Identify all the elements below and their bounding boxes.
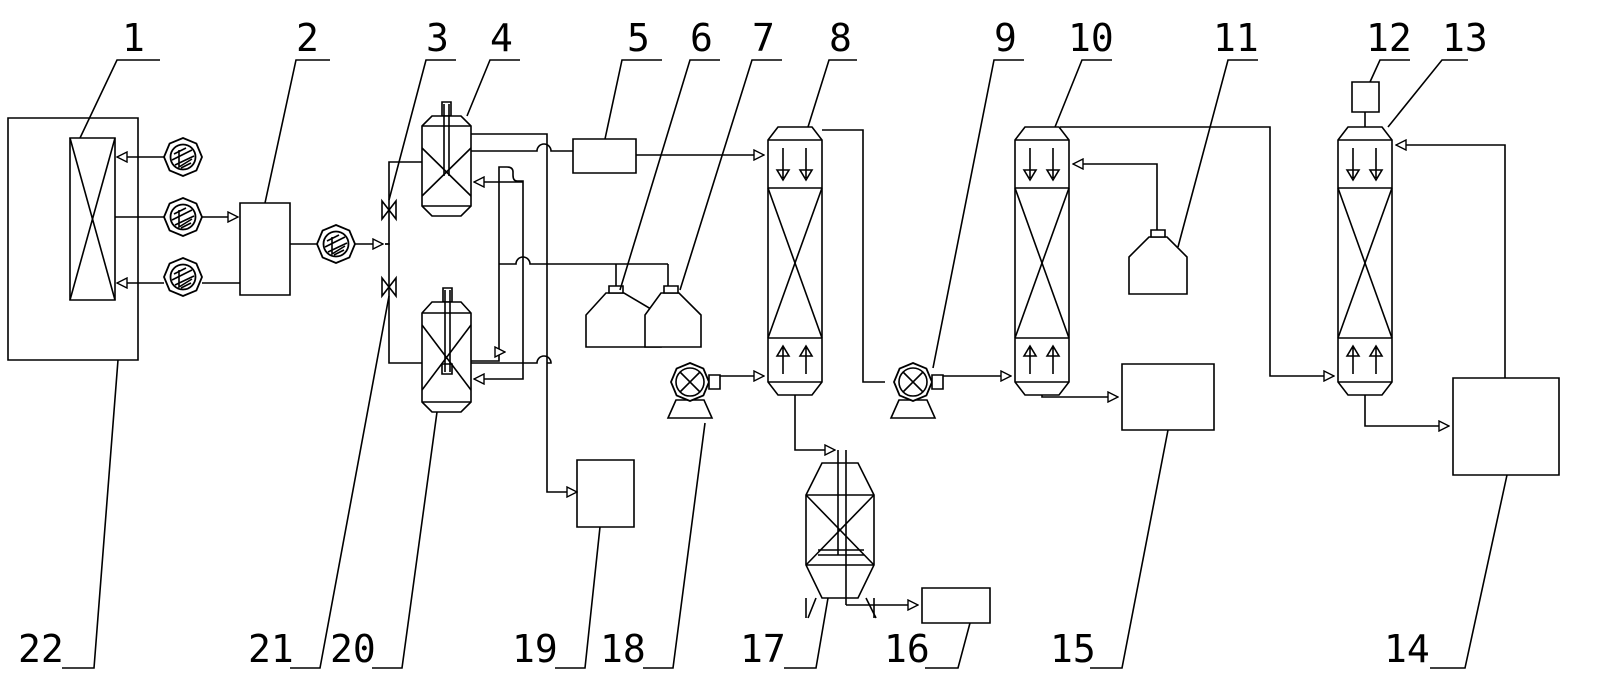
column-8 [768, 127, 822, 395]
label-16: 16 [884, 627, 930, 671]
tank-11 [1129, 230, 1187, 294]
label-17: 17 [740, 627, 786, 671]
reactor-4 [422, 102, 471, 216]
label-6: 6 [690, 16, 713, 60]
pump-9 [890, 362, 944, 419]
label-11: 11 [1213, 16, 1259, 60]
label-3: 3 [426, 16, 449, 60]
unit-5 [573, 139, 636, 173]
label-8: 8 [829, 16, 852, 60]
label-9: 9 [994, 16, 1017, 60]
label-19: 19 [512, 627, 558, 671]
unit-14 [1453, 378, 1559, 475]
unit-15 [1122, 364, 1214, 430]
pump-18 [667, 362, 721, 419]
column-10 [1015, 127, 1069, 395]
unit-19 [577, 460, 634, 527]
label-5: 5 [627, 16, 650, 60]
label-7: 7 [752, 16, 775, 60]
label-22: 22 [18, 627, 64, 671]
unit-16 [922, 588, 990, 623]
tank-7 [645, 286, 701, 347]
label-13: 13 [1442, 16, 1488, 60]
reactor-20 [422, 288, 471, 412]
unit-2 [240, 203, 290, 295]
label-12: 12 [1366, 16, 1412, 60]
label-2: 2 [296, 16, 319, 60]
fan-middle [163, 197, 203, 237]
label-15: 15 [1050, 627, 1096, 671]
fan-main [316, 224, 356, 264]
unit-12 [1352, 82, 1379, 112]
column-13 [1338, 127, 1392, 395]
vessel-17 [806, 450, 876, 618]
leader-lines [62, 60, 1507, 668]
fan-top [163, 137, 203, 177]
label-18: 18 [600, 627, 646, 671]
label-20: 20 [330, 627, 376, 671]
fan-bottom [163, 257, 203, 297]
label-10: 10 [1068, 16, 1114, 60]
label-1: 1 [122, 16, 145, 60]
label-21: 21 [248, 627, 294, 671]
labels: 1 2 3 4 5 6 7 8 9 10 11 12 13 14 15 16 1… [18, 16, 1488, 671]
label-4: 4 [490, 16, 513, 60]
enclosure-22 [8, 118, 138, 360]
label-14: 14 [1384, 627, 1430, 671]
exchanger-1 [70, 138, 115, 300]
